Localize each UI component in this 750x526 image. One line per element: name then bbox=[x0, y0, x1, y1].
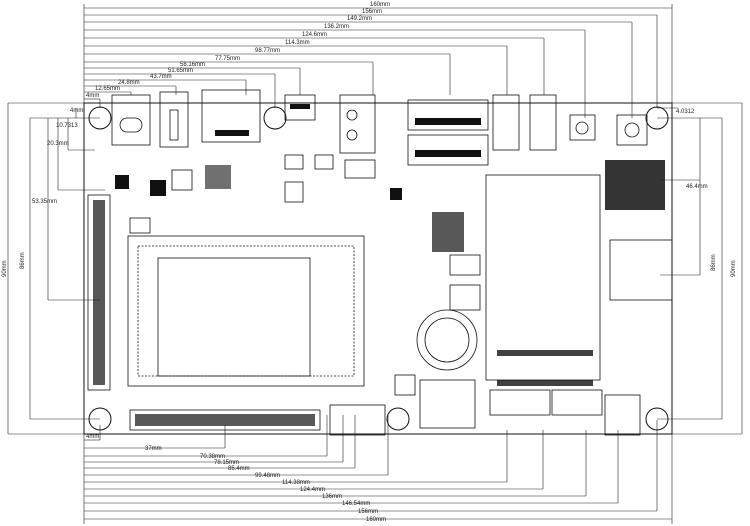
fpc-connector-bottom bbox=[407, 134, 489, 166]
small-components bbox=[115, 154, 481, 396]
dim-top-12: 12.65mm bbox=[95, 86, 120, 92]
mount-hole-top-left bbox=[88, 106, 112, 130]
bottom-dimension-lines bbox=[83, 415, 673, 524]
dim-top-2: 149.2mm bbox=[347, 16, 372, 22]
fpc-connector-top bbox=[407, 99, 489, 131]
dim-bottom-8: 146.54mm bbox=[342, 501, 370, 507]
dimension-labels: 160mm 156mm 149.2mm 136.2mm 124.6mm 114.… bbox=[2, 2, 737, 523]
dim-left-3: 53.35mm bbox=[32, 199, 57, 205]
dim-left-4: 86mm bbox=[20, 252, 26, 269]
mount-hole-top-right bbox=[645, 106, 669, 130]
dim-bottom-3: 85.4mm bbox=[228, 466, 250, 472]
heatsink-chip bbox=[605, 160, 665, 210]
mount-hole-mid-left bbox=[263, 106, 287, 130]
dim-left-2: 20.3mm bbox=[47, 141, 69, 147]
dim-top-0: 160mm bbox=[370, 2, 390, 8]
dim-top-1: 156mm bbox=[362, 9, 382, 15]
rj45-left bbox=[339, 94, 376, 154]
dim-top-5: 114.3mm bbox=[285, 40, 310, 46]
button-left bbox=[492, 94, 520, 151]
sd-slot bbox=[609, 239, 673, 301]
dim-top-10: 43.7mm bbox=[150, 74, 172, 80]
dim-top-8: 58.16mm bbox=[180, 62, 205, 68]
dim-top-7: 77.75mm bbox=[215, 56, 240, 62]
dim-bottom-11: 4mm bbox=[86, 434, 99, 440]
dim-bottom-7: 136mm bbox=[322, 494, 342, 500]
left-pin-header bbox=[87, 194, 111, 391]
dim-top-9: 51.65mm bbox=[168, 68, 193, 74]
button-right bbox=[529, 94, 557, 151]
dim-top-13: 4mm bbox=[86, 93, 99, 99]
right-module bbox=[416, 160, 673, 386]
bottom-terminals bbox=[329, 379, 641, 436]
mount-hole-bottom-right bbox=[645, 407, 669, 431]
main-chip bbox=[127, 235, 365, 387]
dim-left-5: 90mm bbox=[2, 260, 8, 277]
dim-right-3: 90mm bbox=[731, 260, 737, 277]
dc-jack bbox=[111, 94, 151, 146]
audio-jack bbox=[159, 91, 189, 148]
mount-hole-mid-bottom bbox=[386, 407, 410, 431]
dim-bottom-9: 156mm bbox=[358, 509, 378, 515]
dim-top-11: 24.8mm bbox=[118, 80, 140, 86]
top-dimension-lines bbox=[83, 4, 673, 118]
dim-top-4: 124.6mm bbox=[302, 32, 327, 38]
dim-left-0: 4mm bbox=[70, 108, 83, 114]
dim-top-6: 98.77mm bbox=[255, 48, 280, 54]
usb-connector bbox=[284, 94, 316, 121]
dim-bottom-6: 124.4mm bbox=[300, 487, 325, 493]
dim-bottom-2: 78.15mm bbox=[214, 460, 239, 466]
dim-bottom-0: 37mm bbox=[145, 446, 162, 452]
mount-hole-bottom-left bbox=[88, 407, 112, 431]
top-connectors bbox=[111, 89, 648, 166]
dim-right-2: 86mm bbox=[711, 254, 717, 271]
dim-right-0: 4.0312 bbox=[676, 109, 695, 115]
bottom-pin-header bbox=[129, 409, 321, 431]
left-dimension-lines bbox=[7, 102, 105, 435]
dim-bottom-10: 160mm bbox=[366, 517, 386, 523]
dim-left-1: 10.7313 bbox=[56, 123, 78, 129]
dim-bottom-5: 114.38mm bbox=[282, 480, 310, 486]
dim-bottom-4: 99.48mm bbox=[255, 473, 280, 479]
dim-bottom-1: 70.38mm bbox=[200, 454, 225, 460]
dim-right-1: 46.4mm bbox=[686, 184, 708, 190]
dim-top-3: 136.2mm bbox=[324, 24, 349, 30]
hdmi-connector bbox=[201, 89, 261, 143]
right-dimension-lines bbox=[657, 102, 743, 435]
coin-battery bbox=[416, 309, 478, 371]
